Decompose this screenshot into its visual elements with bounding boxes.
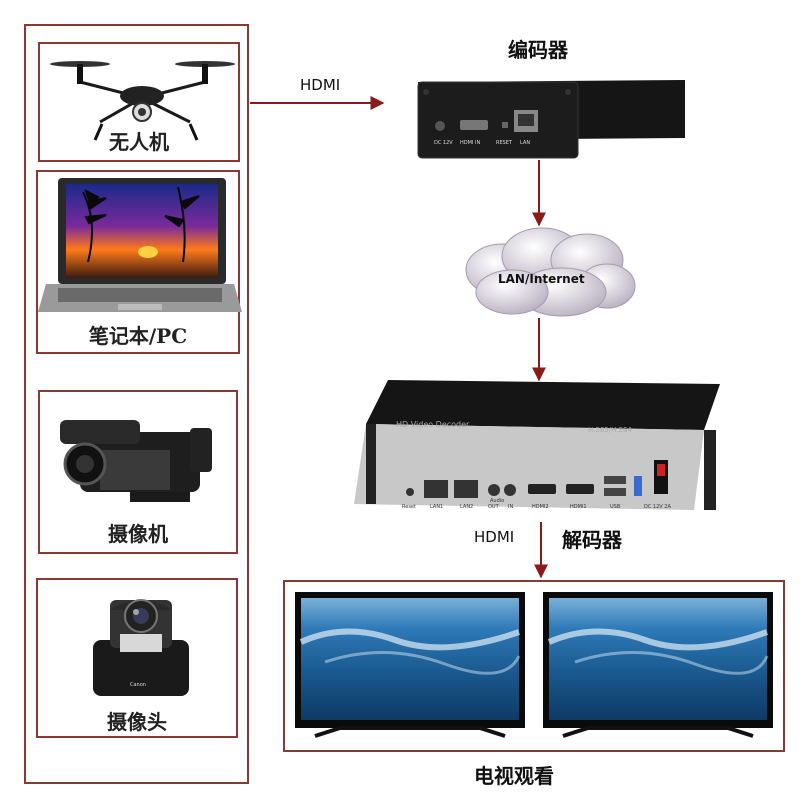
drone-icon: [50, 61, 235, 141]
decoder-codec-text: H.265/H.264: [588, 426, 632, 434]
sources-group-frame: [24, 24, 249, 784]
cloud-icon: [465, 227, 636, 317]
decoder-panel-text: HD Video Decoder: [396, 420, 470, 429]
decoder-port-in: IN: [508, 504, 514, 510]
encoder-port-dc: DC 12V: [434, 140, 453, 146]
encoder-title: 编码器: [508, 38, 568, 62]
displays-illustration: [295, 592, 773, 738]
encoder-device: DC 12V HDMI IN RESET LAN: [410, 76, 690, 160]
source-camcorder: 摄像机: [38, 390, 238, 554]
decoder-port-audio: Audio: [490, 498, 505, 504]
source-laptop: 笔记本/PC: [36, 170, 242, 354]
encoder-body-icon: [417, 80, 685, 159]
decoder-port-usb: USB: [610, 504, 621, 510]
decoder-port-lan2: LAN2: [460, 504, 474, 510]
laptop-label: 笔记本/PC: [88, 324, 188, 348]
displays-group-frame: [283, 580, 785, 752]
tv-right-icon: [543, 592, 773, 738]
displays-label: 电视观看: [474, 764, 554, 788]
decoder-port-reset: Reset: [402, 504, 416, 510]
network-cloud: LAN/Internet: [462, 226, 638, 320]
camcorder-label: 摄像机: [108, 522, 168, 546]
decoder-port-dc: DC 12V 2A: [644, 504, 671, 510]
camcorder-icon: [60, 420, 212, 502]
hdmi-output-label: HDMI: [474, 528, 515, 546]
source-ptz-camera: Canon 摄像头: [36, 578, 238, 738]
source-drone: 无人机: [38, 42, 240, 162]
decoder-body-icon: [354, 380, 720, 510]
decoder-device: HD Video Decoder H.265/H.264 Reset LAN1 …: [348, 380, 720, 518]
tv-left-icon: [295, 592, 525, 738]
encoder-port-hdmi: HDMI IN: [460, 140, 481, 146]
encoder-port-lan: LAN: [520, 140, 531, 146]
laptop-icon: [38, 178, 242, 312]
encoder-port-reset: RESET: [496, 140, 513, 146]
ptz-camera-label: 摄像头: [107, 710, 167, 734]
network-label: LAN/Internet: [498, 272, 585, 286]
drone-label: 无人机: [109, 130, 169, 154]
decoder-title: 解码器: [562, 528, 622, 552]
decoder-port-lan1: LAN1: [430, 504, 444, 510]
decoder-port-out: OUT: [488, 504, 499, 510]
decoder-port-hdmi1: HDMI1: [570, 504, 587, 510]
ptz-camera-icon: [93, 599, 189, 696]
hdmi-input-label: HDMI: [300, 76, 341, 94]
ptz-small-text: Canon: [130, 682, 146, 688]
decoder-port-hdmi2: HDMI2: [532, 504, 549, 510]
